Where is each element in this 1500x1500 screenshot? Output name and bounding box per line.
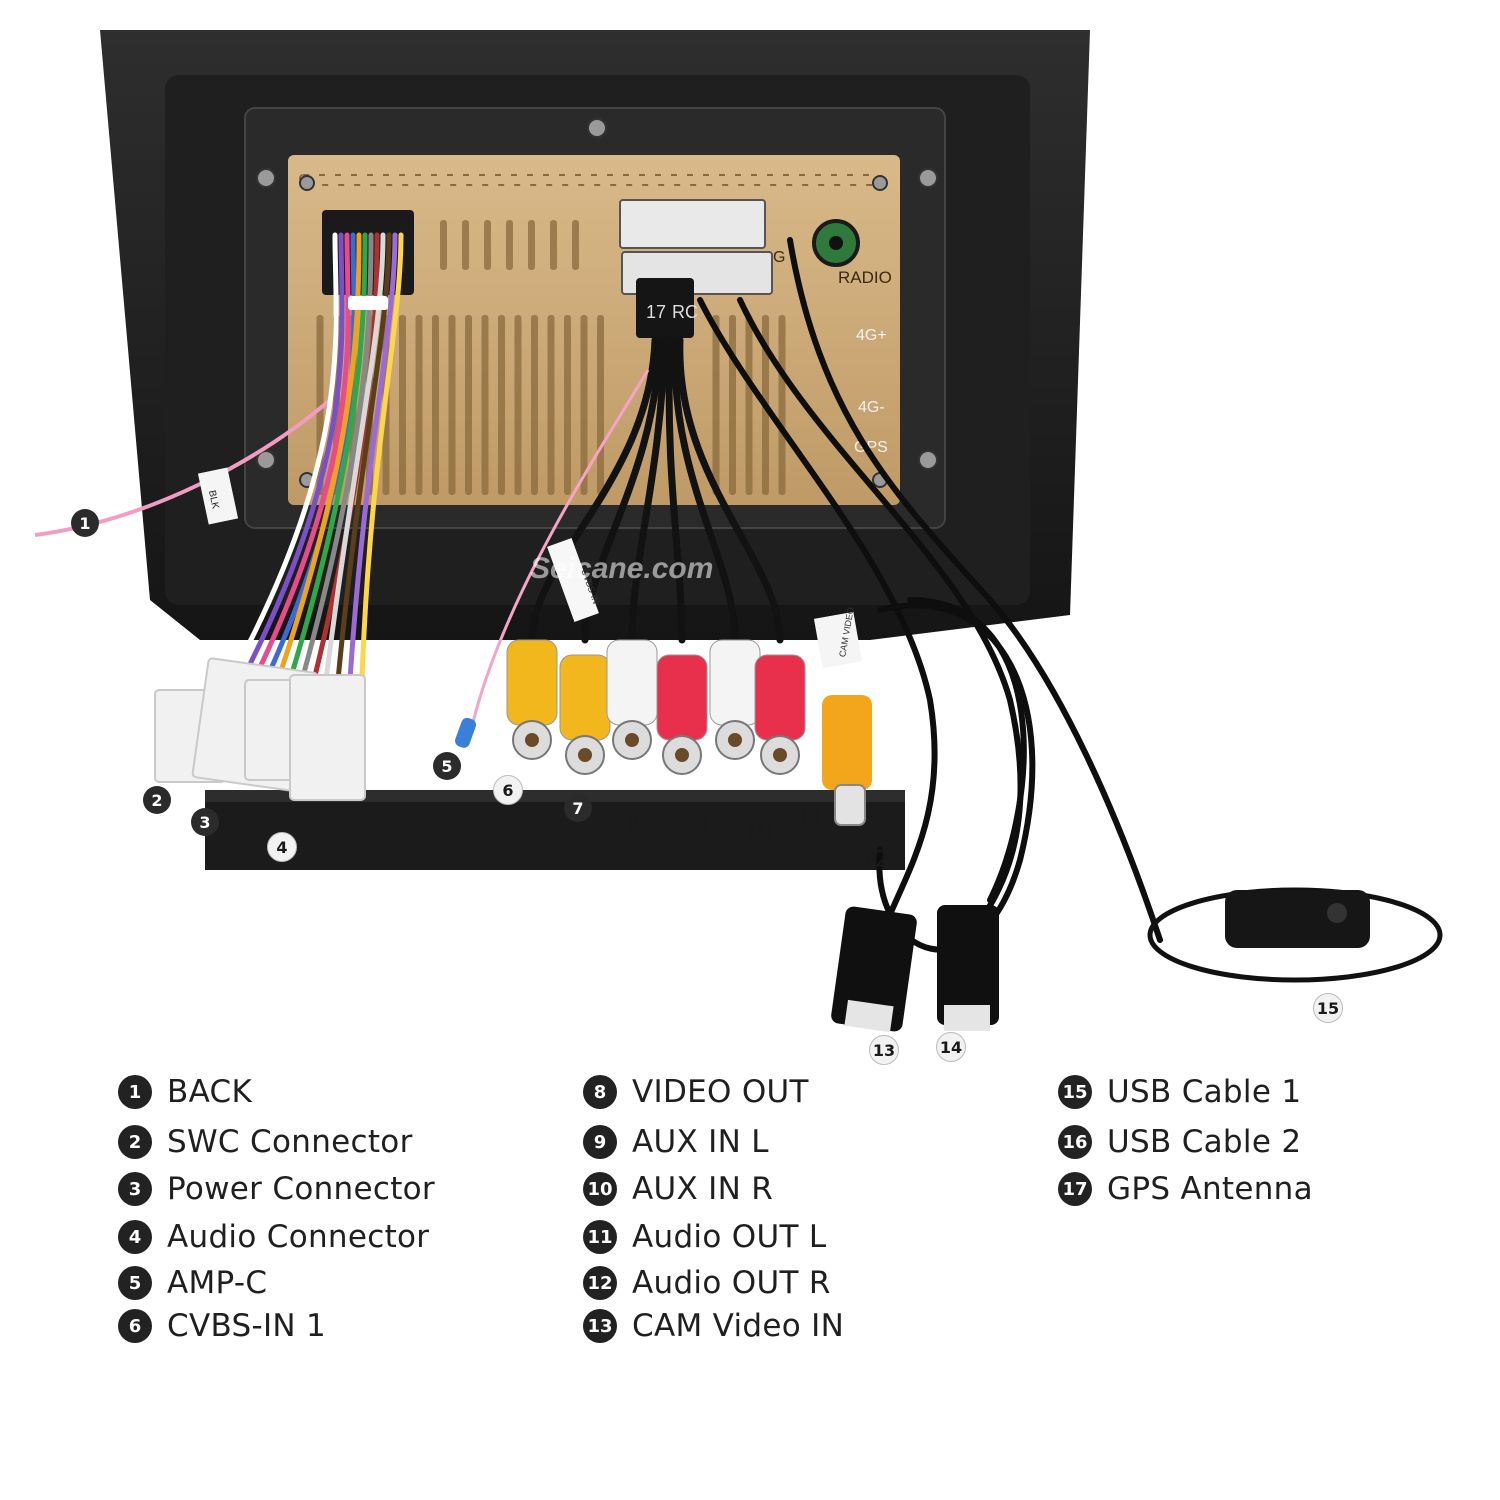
legend-number-badge: 5 (118, 1266, 152, 1300)
plug-rc-label: RC (672, 302, 698, 322)
legend-number-badge: 17 (1058, 1172, 1092, 1206)
legend-number-badge: 1 (118, 1075, 152, 1109)
legend-item-1: 1 BACK (118, 1072, 252, 1112)
legend-item-2: 2 SWC Connector (118, 1122, 413, 1162)
plug-block (636, 278, 694, 338)
legend-label: Power Connector (167, 1171, 435, 1207)
legend-item-10: 10 AUX IN R (583, 1169, 773, 1209)
blk-tag (197, 467, 239, 525)
iso-socket (322, 210, 414, 295)
legend-item-11: 11 Audio OUT L (583, 1217, 826, 1257)
legend-item-15: 15 USB Cable 1 (1058, 1072, 1301, 1112)
legend-number-badge: 15 (1058, 1075, 1092, 1109)
bottom-bracket (205, 790, 905, 870)
legend-item-6: 6 CVBS-IN 1 (118, 1306, 326, 1346)
callout-8: 8 (626, 812, 640, 838)
callout-9: 9 (696, 814, 710, 840)
watermark: Seicane.com (530, 552, 713, 585)
lte-plus-label: 4G+ (856, 327, 887, 344)
blk-tag-label: BLK (206, 489, 221, 510)
callout-15: 15 (1313, 993, 1343, 1023)
legend-item-9: 9 AUX IN L (583, 1122, 769, 1162)
legend-number-badge: 13 (583, 1309, 617, 1343)
amp-c-tip (455, 717, 477, 748)
legend-label: Audio OUT L (632, 1219, 827, 1255)
legend-label: VIDEO OUT (632, 1074, 809, 1110)
legend-number-badge: 6 (118, 1309, 152, 1343)
legend-label: BACK (167, 1074, 253, 1110)
head-unit-photo: 17 RC RADIO G 4G+ 4G- GPS BLK CVBS-IN CA… (34, 30, 1443, 1033)
legend-item-3: 3 Power Connector (118, 1169, 435, 1209)
legend-label: AUX IN L (632, 1124, 769, 1160)
legend-label: Audio Connector (167, 1219, 430, 1255)
callout-3: 3 (191, 808, 219, 836)
legend-label: AUX IN R (632, 1171, 774, 1207)
rca-plugs (506, 639, 806, 775)
legend-item-4: 4 Audio Connector (118, 1217, 429, 1257)
legend-number-badge: 8 (583, 1075, 617, 1109)
callout-6: 6 (493, 775, 523, 805)
legend-label: CVBS-IN 1 (167, 1308, 327, 1344)
legend-item-8: 8 VIDEO OUT (583, 1072, 809, 1112)
legend-number-badge: 4 (118, 1220, 152, 1254)
legend-item-13: 13 CAM Video IN (583, 1306, 844, 1346)
cvbs-tag (547, 537, 599, 623)
callout-7: 7 (564, 794, 592, 822)
legend-number-badge: 11 (583, 1220, 617, 1254)
usb-gps-cables (697, 237, 1163, 953)
legend-number-badge: 10 (583, 1172, 617, 1206)
legend-label: GPS Antenna (1107, 1171, 1313, 1207)
cam-tag (813, 611, 863, 669)
legend-label: CAM Video IN (632, 1308, 845, 1344)
harness-zip-tie (348, 296, 388, 310)
amp-c-wire (468, 369, 650, 736)
aux-socket-top (619, 199, 766, 249)
legend-item-17: 17 GPS Antenna (1058, 1169, 1313, 1209)
legend-item-12: 12 Audio OUT R (583, 1263, 831, 1303)
callout-10: 10 (744, 820, 772, 846)
legend-number-badge: 3 (118, 1172, 152, 1206)
plug-17-label: 17 (646, 302, 666, 322)
legend-label: AMP-C (167, 1265, 268, 1301)
screws (256, 118, 938, 488)
rca-wire-bundle (528, 336, 784, 644)
callout-12: 12 (861, 847, 889, 873)
legend-number-badge: 2 (118, 1125, 152, 1159)
radio-label: RADIO (838, 268, 892, 287)
legend-label: Audio OUT R (632, 1265, 831, 1301)
legend-label: USB Cable 1 (1107, 1074, 1302, 1110)
gps-antenna-module (1225, 890, 1370, 948)
lte-label: 4G- (858, 399, 885, 416)
callout-2: 2 (143, 786, 171, 814)
legend-label: SWC Connector (167, 1124, 413, 1160)
legend-number-badge: 16 (1058, 1125, 1092, 1159)
callout-5: 5 (433, 752, 461, 780)
legend-item-16: 16 USB Cable 2 (1058, 1122, 1301, 1162)
cam-plug (822, 695, 872, 790)
iso-harness (227, 232, 404, 683)
callout-13: 13 (869, 1035, 899, 1065)
legend-number-badge: 9 (583, 1125, 617, 1159)
usb-plugs (831, 905, 999, 1033)
callout-14: 14 (936, 1032, 966, 1062)
legend-number-badge: 12 (583, 1266, 617, 1300)
callout-11: 11 (797, 805, 825, 831)
callout-1: 1 (71, 509, 99, 537)
heatsink-fin-slots (316, 220, 786, 495)
white-connectors (154, 657, 366, 801)
gps-short-label: G (773, 249, 785, 266)
legend-item-5: 5 AMP-C (118, 1263, 267, 1303)
legend-label: USB Cable 2 (1107, 1124, 1302, 1160)
callout-4: 4 (267, 832, 297, 862)
